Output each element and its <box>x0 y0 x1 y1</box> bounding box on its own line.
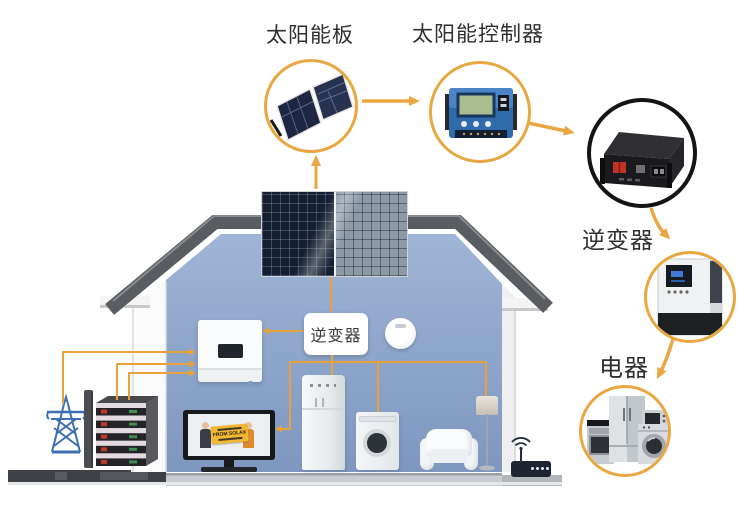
washing-machine <box>356 412 399 470</box>
fridge <box>302 375 345 470</box>
wire-to-tv <box>275 362 291 433</box>
solar-panel-label: 太阳能板 <box>266 24 354 47</box>
solar-panel-photo <box>269 72 354 142</box>
washer-control-panel <box>359 416 396 422</box>
plank-shade <box>91 392 93 468</box>
battery-cabinet-photo <box>600 132 684 188</box>
tv-base <box>201 467 257 472</box>
wire-grid-to-inverter <box>62 348 196 404</box>
wire-battery-to-inverter-1 <box>116 360 196 400</box>
wifi-dongle <box>248 381 253 388</box>
wifi-signal-icon <box>511 437 531 462</box>
solar-controller-circle <box>429 61 531 163</box>
house-right-wall <box>502 284 516 472</box>
fridge-seam <box>302 408 345 410</box>
wall-inverter-screen <box>218 344 243 358</box>
wire-battery-to-inverter-2 <box>128 369 196 400</box>
battery-cabinet-circle <box>587 98 697 208</box>
house-wiring <box>62 277 487 433</box>
router-led <box>541 467 544 470</box>
armchair <box>420 429 478 472</box>
cartoon-man <box>200 422 211 448</box>
arrow-inverter-to-appliances <box>656 338 675 380</box>
rooftop-solar-panel <box>261 191 408 277</box>
fridge-controls <box>310 384 336 387</box>
armchair-seat <box>430 449 468 463</box>
wall-inverter <box>198 320 262 388</box>
detector-slot <box>395 324 406 328</box>
power-tower-icon <box>46 393 86 454</box>
panel-divider <box>333 192 336 276</box>
smoke-detector <box>385 318 416 349</box>
wall-inverter-seam <box>198 368 262 370</box>
arrow-battery-to-inverter <box>649 207 671 240</box>
inverter-label: 逆变器 <box>582 227 654 253</box>
washer-door <box>363 429 391 457</box>
router-led <box>536 467 539 470</box>
fridge-handle <box>322 398 324 407</box>
router-led <box>531 467 534 470</box>
ground <box>8 470 562 486</box>
solar-controller-label: 太阳能控制器 <box>412 23 544 46</box>
wifi-router <box>511 461 551 477</box>
solar-panel-circle <box>264 59 358 153</box>
panel-sheen <box>262 192 407 276</box>
solar-controller-photo <box>445 88 517 138</box>
panel-light-half <box>334 192 407 276</box>
tv-neck <box>224 460 234 468</box>
floor-lamp-shade <box>476 396 498 415</box>
battery-stack <box>96 396 158 466</box>
panel-dark-half <box>262 192 335 276</box>
inverter-box-label: 逆变器 <box>310 328 362 345</box>
tv-screen: FROM SOLAX <box>188 414 270 456</box>
floor-lamp-pole <box>479 414 495 471</box>
arrow-controller-to-battery <box>527 121 575 136</box>
divider-plank <box>84 390 93 468</box>
router-led <box>546 467 549 470</box>
appliances-label: 电器 <box>599 355 649 382</box>
appliances-photo <box>587 396 668 464</box>
tv: FROM SOLAX <box>183 410 275 472</box>
inverter-label-box: 逆变器 <box>304 313 368 355</box>
flow-arrows <box>311 96 675 380</box>
appliances-circle <box>579 385 671 477</box>
inverter-circle <box>644 251 736 343</box>
inverter-photo <box>657 258 723 336</box>
fridge-handle <box>315 398 317 407</box>
wall-inverter-lower <box>198 370 262 382</box>
